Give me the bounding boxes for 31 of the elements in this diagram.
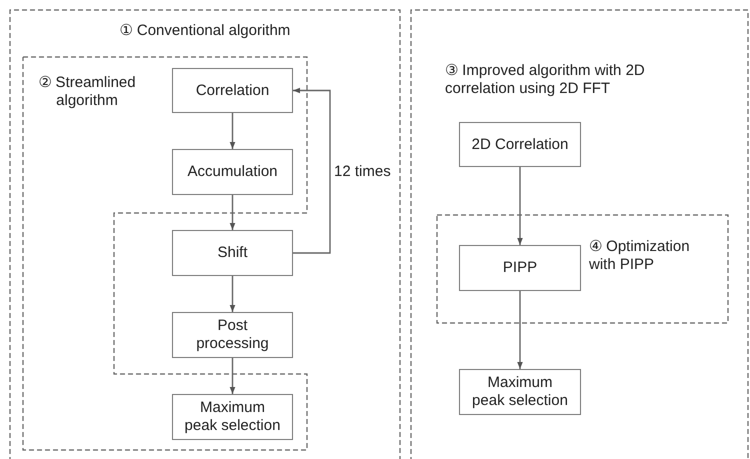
dashed-panel <box>10 10 400 459</box>
dashed-group <box>23 57 307 450</box>
arrow <box>517 167 523 245</box>
box-label: PIPP <box>502 259 538 277</box>
process-box <box>172 394 293 440</box>
box-label: Shift <box>217 244 248 262</box>
process-box <box>172 230 293 276</box>
box-label: Maximum peak selection <box>184 399 282 435</box>
arrow <box>517 291 523 369</box>
process-box <box>459 369 581 415</box>
group-title: ④ Optimization with PIPP <box>589 238 691 274</box>
dashed-panel <box>411 10 748 459</box>
arrow <box>230 113 236 149</box>
group-title: ③ Improved algorithm with 2D correlation using 2D FFT <box>445 62 646 98</box>
process-box <box>459 122 581 167</box>
box-label: 2D Correlation <box>472 136 568 154</box>
group-title: ② Streamlined algorithm <box>37 74 137 110</box>
box-label: Maximum peak selection <box>471 374 569 410</box>
process-box <box>172 149 293 195</box>
process-box <box>172 68 293 113</box>
arrow <box>230 276 236 312</box>
process-box <box>459 245 581 291</box>
box-label: Accumulation <box>187 163 278 181</box>
box-label: Correlation <box>196 82 270 100</box>
box-label: Post processing <box>195 317 270 353</box>
group-title: ① Conventional algorithm <box>118 22 292 40</box>
process-box <box>172 312 293 358</box>
arrow <box>293 88 331 254</box>
arrow <box>230 195 236 230</box>
dashed-group <box>437 215 728 323</box>
arrow <box>230 358 236 394</box>
